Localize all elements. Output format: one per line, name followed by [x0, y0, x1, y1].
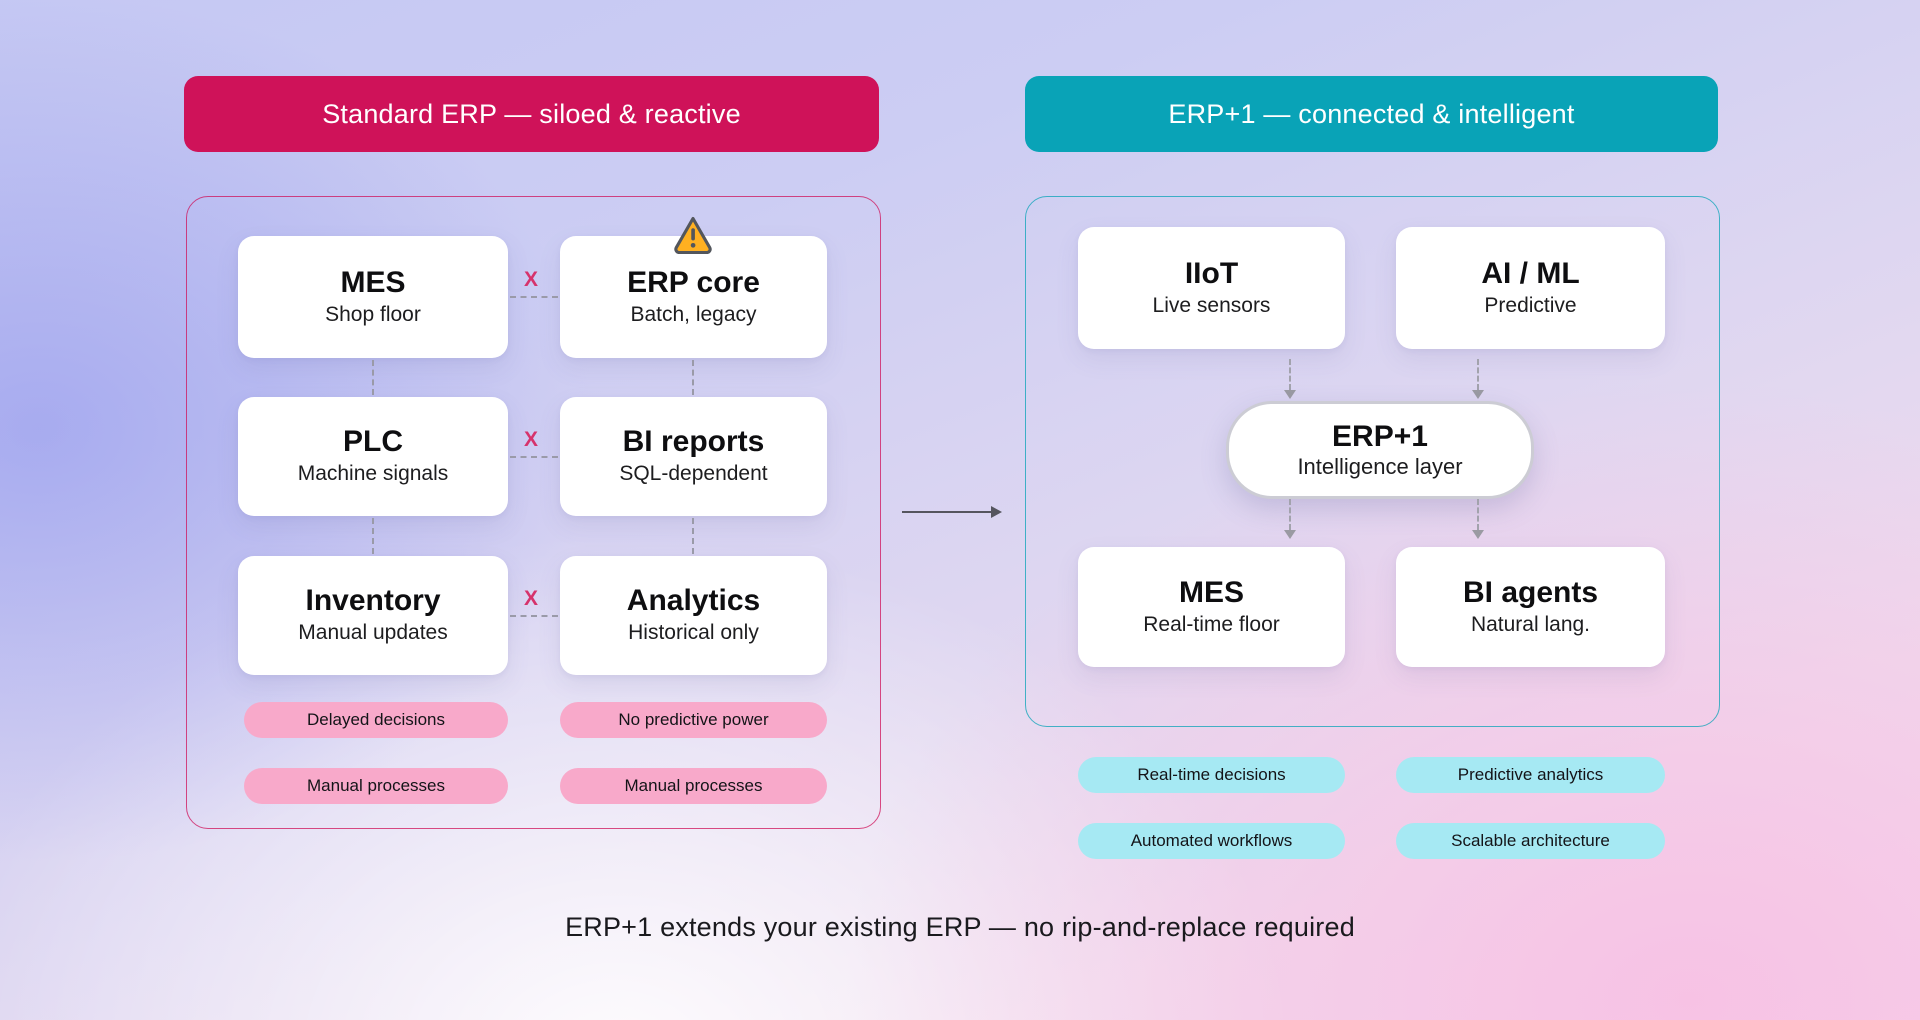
card-title: IIoT — [1184, 256, 1239, 290]
connector-line — [1477, 499, 1479, 530]
benefit-pill: Scalable architecture — [1396, 823, 1665, 859]
hub-title: ERP+1 — [1332, 420, 1428, 453]
card-subtitle: Predictive — [1484, 293, 1577, 317]
warning-icon — [672, 214, 714, 254]
drawback-pill: Manual processes — [244, 768, 508, 804]
pill-label: Predictive analytics — [1457, 765, 1604, 784]
right-banner-label: ERP+1 — connected & intelligent — [1168, 98, 1575, 129]
connector-line — [510, 296, 558, 298]
card-bi-reports: BI reports SQL-dependent — [560, 397, 827, 516]
arrow-down-icon — [1472, 390, 1484, 399]
bottom-caption: ERP+1 extends your existing ERP — no rip… — [565, 912, 1355, 942]
card-mes-realtime: MES Real-time floor — [1078, 547, 1345, 667]
card-subtitle: SQL-dependent — [619, 462, 768, 486]
arrow-down-icon — [1472, 530, 1484, 539]
broken-link-x-icon: X — [524, 587, 539, 610]
benefit-pill: Automated workflows — [1078, 823, 1345, 859]
pill-label: Real-time decisions — [1137, 765, 1286, 784]
pill-label: Manual processes — [307, 776, 445, 795]
hub-erp-plus-one: ERP+1 Intelligence layer — [1226, 401, 1534, 499]
left-panel-outline — [186, 196, 881, 829]
card-subtitle: Shop floor — [325, 302, 421, 326]
arrow-down-icon — [1284, 530, 1296, 539]
connector-line — [692, 360, 694, 395]
connector-line — [1289, 359, 1291, 390]
card-title: AI / ML — [1481, 256, 1580, 290]
card-title: MES — [340, 265, 406, 299]
card-title: ERP core — [627, 265, 760, 299]
card-mes-legacy: MES Shop floor — [238, 236, 508, 358]
pill-label: Automated workflows — [1130, 831, 1293, 850]
card-subtitle: Batch, legacy — [630, 302, 757, 326]
card-title: MES — [1178, 575, 1244, 609]
arrow-right-head-icon — [991, 506, 1002, 518]
card-bi-agents: BI agents Natural lang. — [1396, 547, 1665, 667]
connector-line — [510, 456, 558, 458]
card-subtitle: Historical only — [628, 621, 759, 645]
pill-label: No predictive power — [618, 710, 769, 729]
broken-link-x-icon: X — [524, 428, 539, 451]
connector-line — [1477, 359, 1479, 390]
card-title: BI reports — [622, 425, 765, 459]
connector-line — [372, 518, 374, 554]
hub-subtitle: Intelligence layer — [1297, 454, 1463, 479]
benefit-pill: Real-time decisions — [1078, 757, 1345, 793]
card-subtitle: Live sensors — [1152, 293, 1271, 317]
card-erp-core: ERP core Batch, legacy — [560, 236, 827, 358]
pill-label: Manual processes — [624, 776, 763, 795]
right-panel-outline — [1025, 196, 1720, 727]
connector-line — [372, 360, 374, 395]
card-plc: PLC Machine signals — [238, 397, 508, 516]
broken-link-x-icon: X — [524, 268, 539, 291]
left-banner: Standard ERP — siloed & reactive — [184, 76, 879, 152]
card-title: Inventory — [305, 584, 441, 618]
card-subtitle: Machine signals — [297, 462, 449, 486]
card-subtitle: Manual updates — [298, 621, 448, 645]
card-analytics: Analytics Historical only — [560, 556, 827, 675]
pill-label: Delayed decisions — [307, 710, 445, 729]
drawback-pill: Manual processes — [560, 768, 827, 804]
card-ai-ml: AI / ML Predictive — [1396, 227, 1665, 349]
left-banner-label: Standard ERP — siloed & reactive — [322, 98, 741, 129]
benefit-pill: Predictive analytics — [1396, 757, 1665, 793]
card-iiot: IIoT Live sensors — [1078, 227, 1345, 349]
connector-line — [692, 518, 694, 554]
drawback-pill: No predictive power — [560, 702, 827, 738]
card-title: Analytics — [626, 584, 761, 618]
arrow-down-icon — [1284, 390, 1296, 399]
card-subtitle: Real-time floor — [1143, 612, 1280, 636]
card-subtitle: Natural lang. — [1470, 612, 1591, 636]
drawback-pill: Delayed decisions — [244, 702, 508, 738]
card-title: BI agents — [1462, 575, 1599, 609]
pill-label: Scalable architecture — [1451, 831, 1610, 850]
right-banner: ERP+1 — connected & intelligent — [1025, 76, 1718, 152]
card-inventory: Inventory Manual updates — [238, 556, 508, 675]
connector-line — [1289, 499, 1291, 530]
connector-line — [510, 615, 558, 617]
arrow-right-icon — [902, 511, 992, 513]
card-title: PLC — [343, 425, 403, 459]
